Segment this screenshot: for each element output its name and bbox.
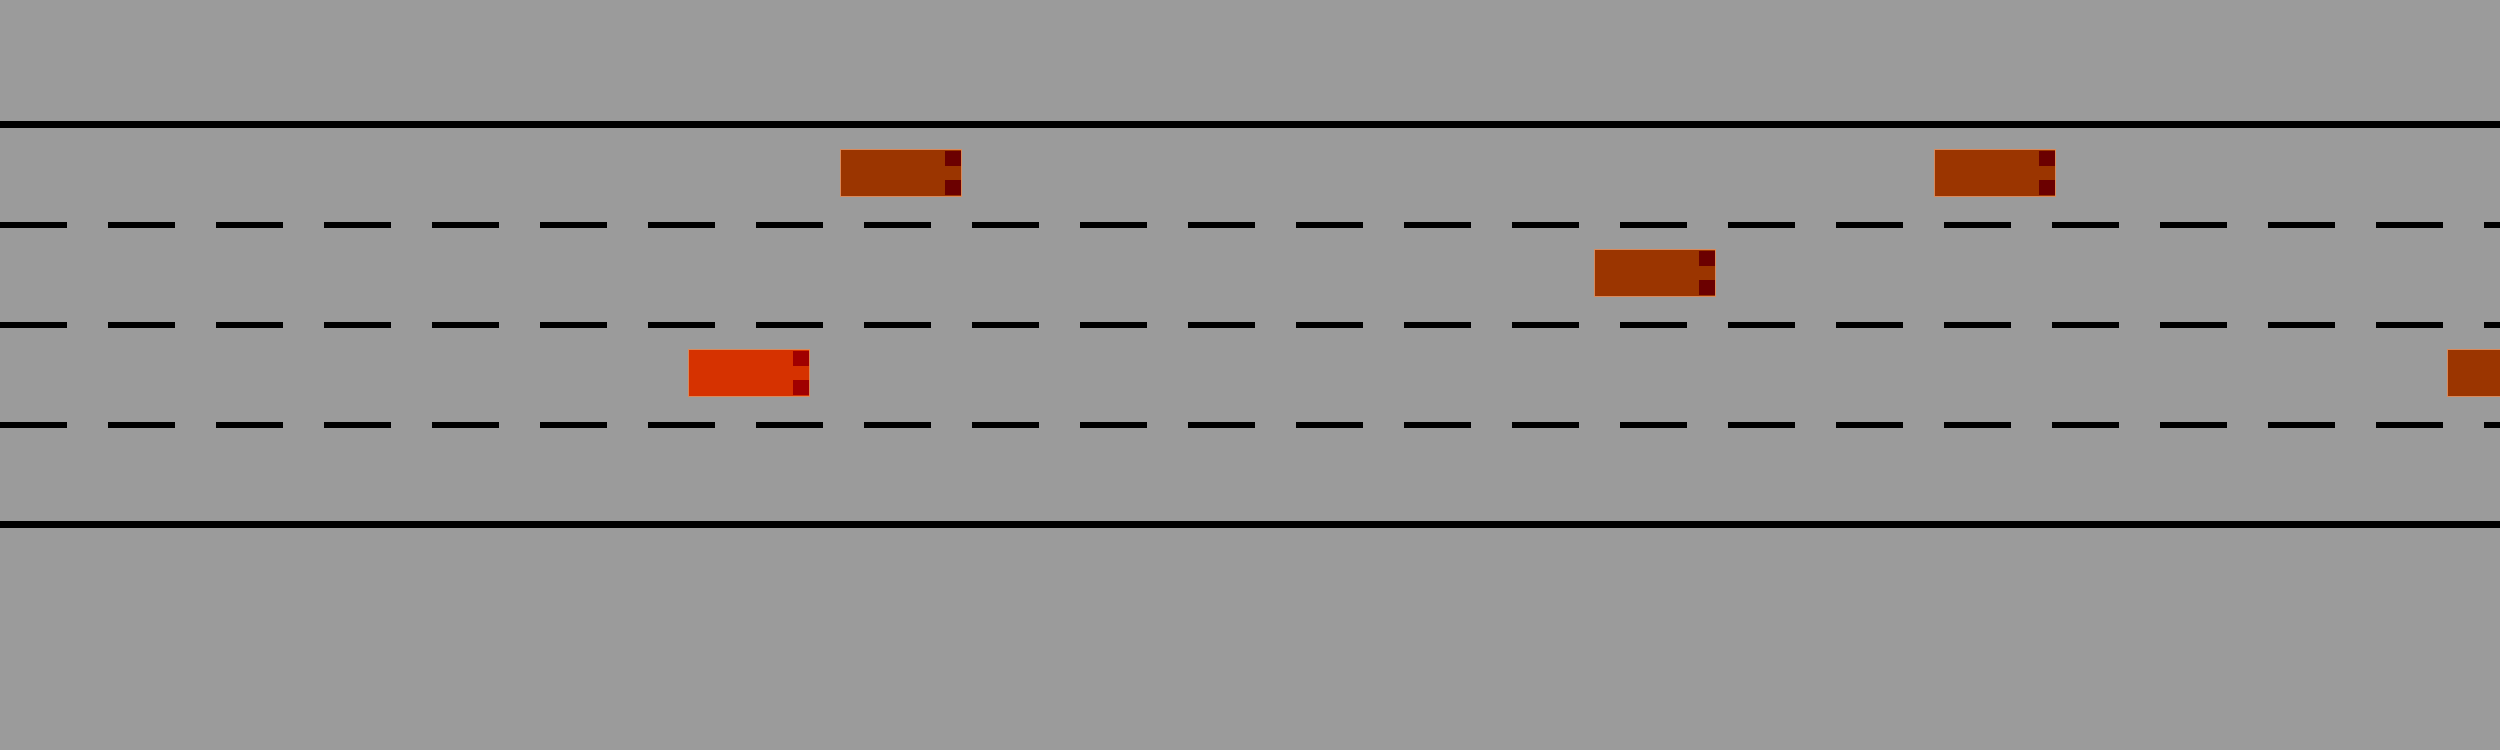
lane-divider-1 xyxy=(0,222,2500,228)
vehicle-headlight xyxy=(1699,251,1715,266)
vehicle-headlight xyxy=(793,380,809,395)
vehicle-headlight xyxy=(2039,180,2055,195)
road-edge-top xyxy=(0,121,2500,128)
other-vehicle xyxy=(840,149,962,197)
lane-divider-2 xyxy=(0,322,2500,328)
other-vehicle xyxy=(1594,249,1716,297)
vehicle-headlight xyxy=(1699,280,1715,295)
other-vehicle xyxy=(2447,349,2500,397)
vehicle-headlight xyxy=(945,180,961,195)
vehicle-headlight xyxy=(945,151,961,166)
vehicle-headlight xyxy=(2039,151,2055,166)
vehicle-headlight xyxy=(793,351,809,366)
ego-vehicle xyxy=(688,349,810,397)
other-vehicle xyxy=(1934,149,2056,197)
road-edge-bottom xyxy=(0,521,2500,528)
lane-divider-3 xyxy=(0,422,2500,428)
